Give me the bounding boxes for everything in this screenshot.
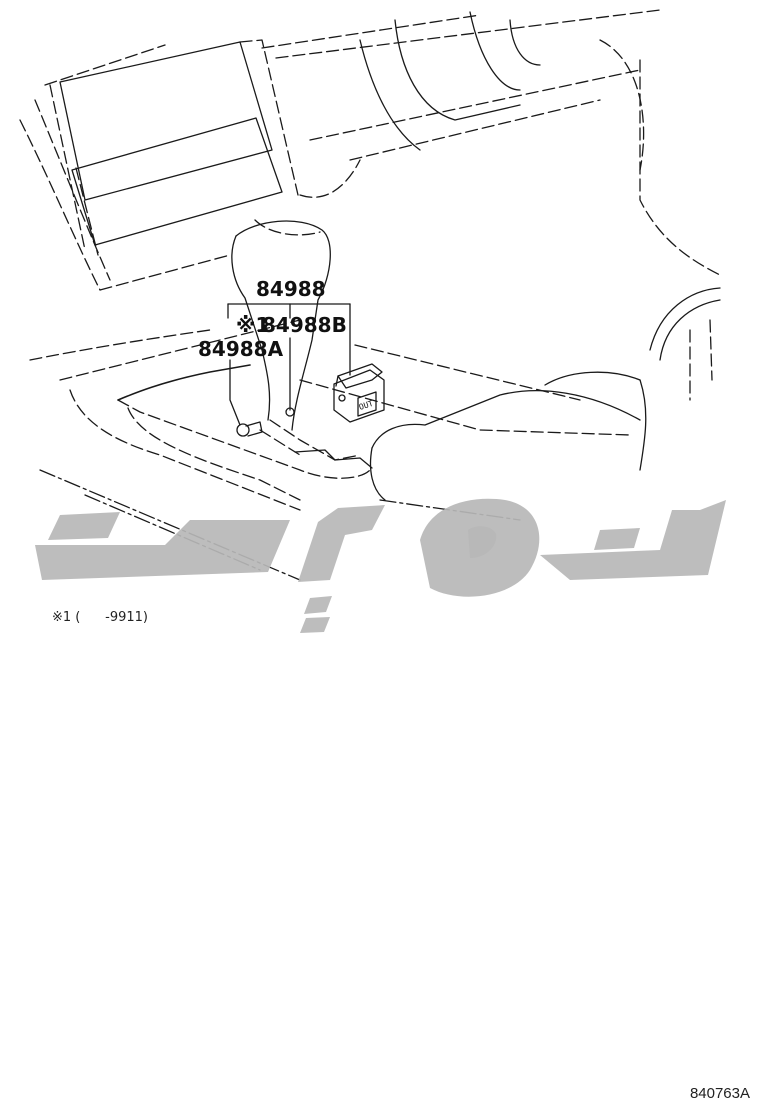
dashboard-outline xyxy=(19,9,721,381)
footnote: ※1 ( -9911) xyxy=(52,610,149,625)
callout-84988a: 84988A xyxy=(198,337,284,361)
center-console-box xyxy=(369,287,721,501)
callout-leaders xyxy=(227,303,351,426)
outlet-switch: OUT xyxy=(333,363,385,423)
part-84988a-clip xyxy=(236,421,263,437)
switch-label: OUT xyxy=(358,399,375,412)
callout-84988b: 84988B xyxy=(262,313,347,337)
callout-note-marker: ※1 xyxy=(236,313,269,337)
figure-code: 840763A xyxy=(689,1085,750,1102)
callout-84988: 84988 xyxy=(256,277,326,301)
brand-logo-watermark xyxy=(35,498,726,633)
shift-knob xyxy=(231,219,331,431)
